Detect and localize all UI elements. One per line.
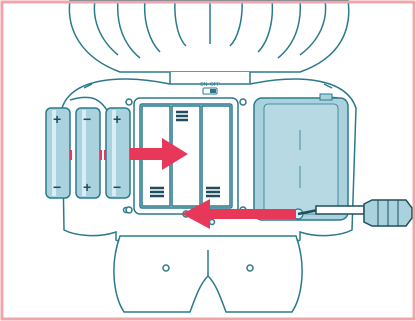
battery-2: − +	[76, 108, 102, 198]
switch-label-off: OFF	[210, 82, 220, 88]
battery-3-bottom-sign: −	[113, 179, 121, 195]
battery-1-bottom-sign: −	[53, 179, 61, 195]
spring-bottom-left	[150, 188, 164, 196]
battery-1: + −	[46, 108, 72, 198]
battery-1-top-sign: +	[53, 111, 61, 127]
battery-2-top-sign: −	[83, 111, 91, 127]
switch-label-on: ON	[200, 82, 208, 88]
power-switch: ON OFF	[200, 82, 220, 94]
battery-3: + −	[104, 108, 130, 198]
battery-2-bottom-sign: +	[83, 179, 91, 195]
spring-top	[176, 112, 188, 120]
figure-hair	[69, 0, 348, 72]
spring-bottom-right	[206, 188, 220, 196]
battery-3-top-sign: +	[113, 111, 121, 127]
battery-cover	[254, 94, 348, 220]
